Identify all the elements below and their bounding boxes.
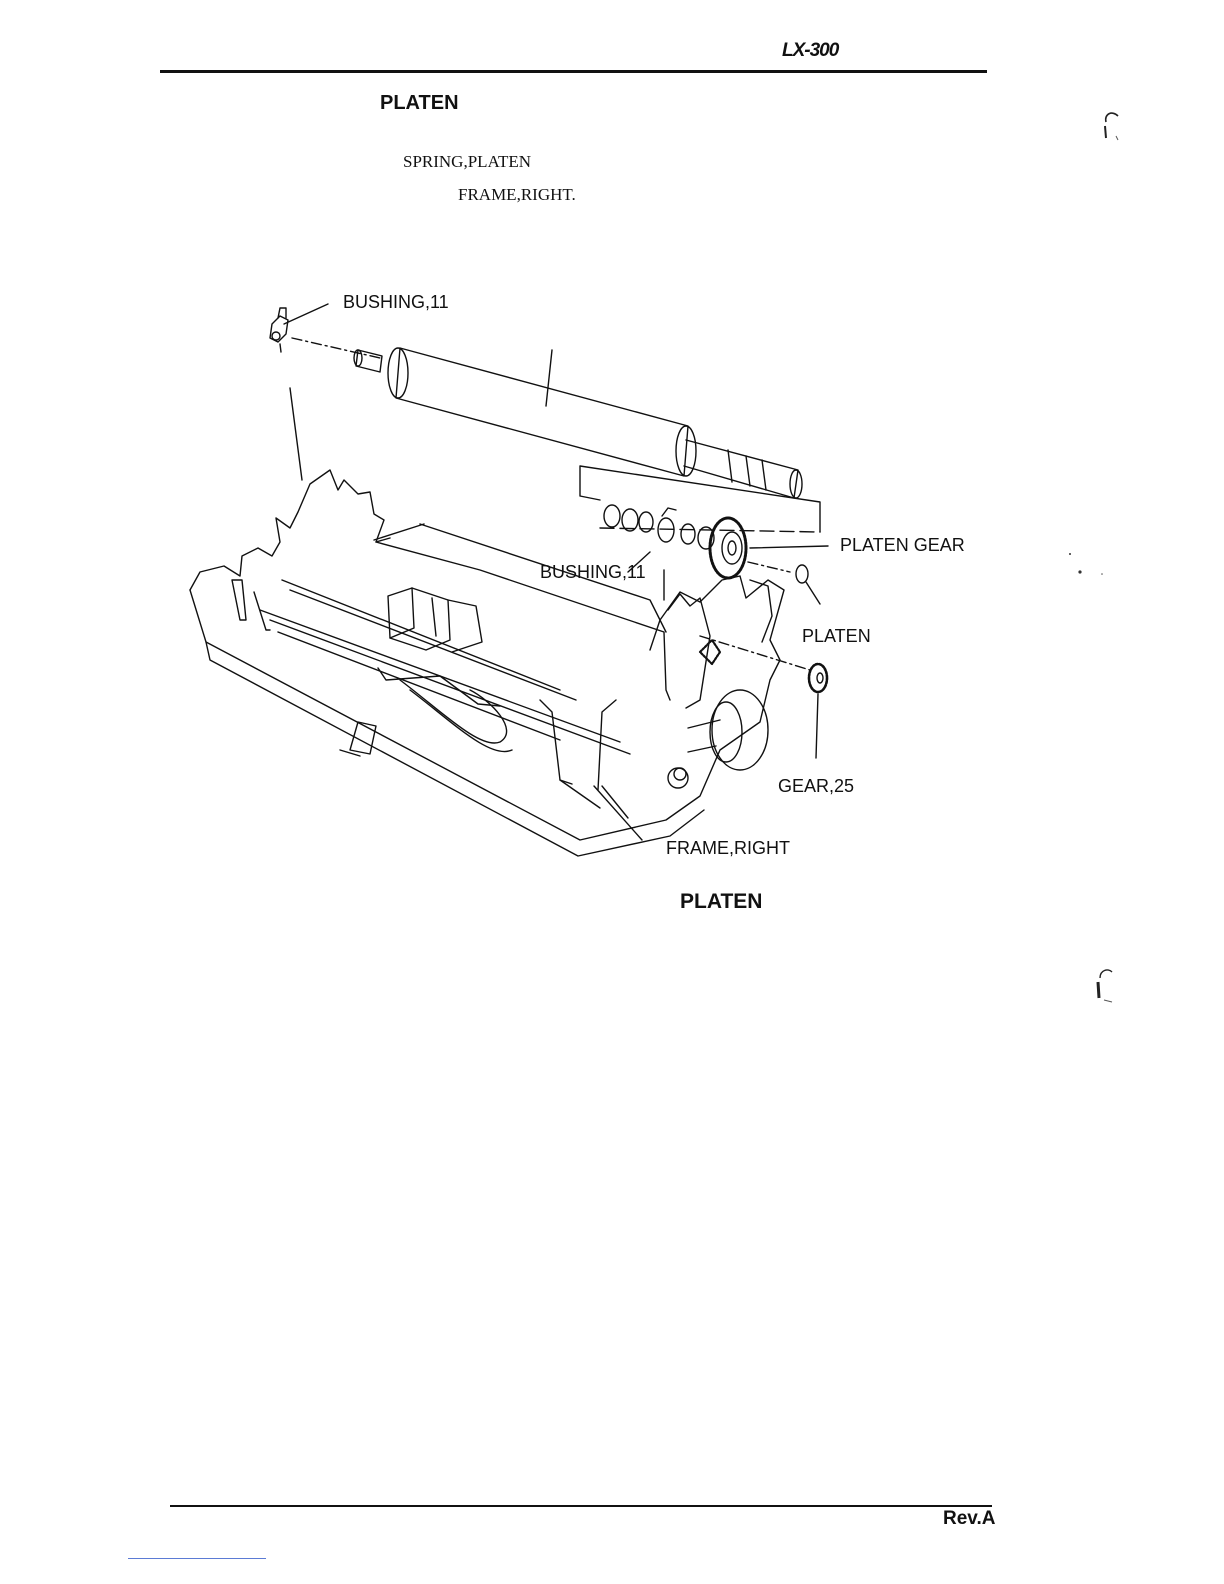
figure-caption: PLATEN	[680, 890, 762, 914]
label-bushing-right: BUSHING,11	[540, 562, 646, 583]
label-bushing-left: BUSHING,11	[343, 292, 449, 313]
bushing-left-part	[270, 304, 328, 342]
binder-hole-mark-bottom	[1094, 966, 1118, 1006]
label-platen: PLATEN	[802, 626, 871, 647]
platen-gear-part	[710, 518, 828, 578]
header-model: LX-300	[782, 40, 838, 62]
washers-and-rings	[604, 505, 714, 549]
label-frame-right: FRAME,RIGHT	[666, 838, 790, 859]
label-platen-gear: PLATEN GEAR	[840, 535, 965, 556]
step-line-1: SPRING,PLATEN	[403, 152, 531, 172]
footer-rule	[170, 1505, 992, 1507]
header-rule	[160, 70, 987, 73]
scan-speck	[1066, 550, 1106, 578]
binder-hole-mark-top	[1100, 108, 1122, 146]
label-gear-25: GEAR,25	[778, 776, 854, 797]
footer-revision: Rev.A	[943, 1508, 995, 1530]
section-title: PLATEN	[380, 92, 459, 115]
platen-roller-part	[354, 348, 802, 498]
step-line-2: FRAME,RIGHT.	[458, 185, 576, 205]
printer-chassis	[190, 470, 784, 856]
bottom-edge-mark	[128, 1558, 266, 1559]
